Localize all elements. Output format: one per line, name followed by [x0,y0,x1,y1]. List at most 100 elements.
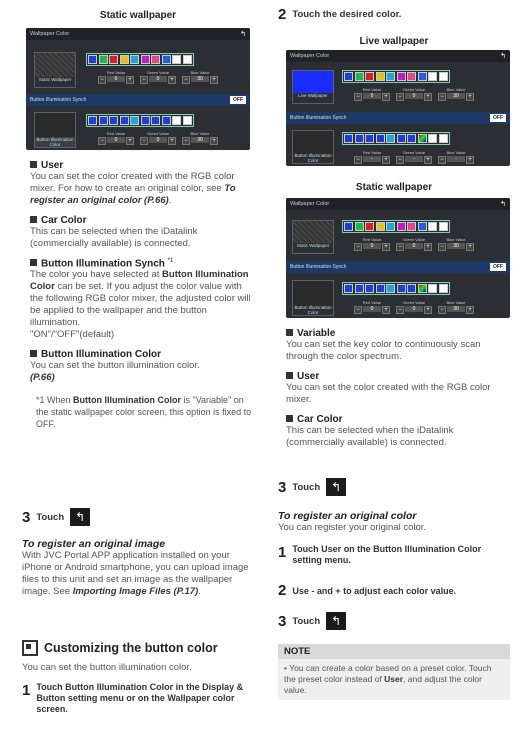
swatch[interactable] [354,284,364,293]
swatch[interactable] [88,55,97,64]
swatch[interactable] [151,55,160,64]
swatch[interactable] [417,222,427,231]
plus-button[interactable]: + [466,306,474,314]
swatch[interactable] [396,284,406,293]
swatch[interactable] [428,72,437,81]
swatch[interactable] [375,284,385,293]
plus-button[interactable]: + [168,137,176,145]
swatch[interactable] [438,222,448,231]
swatch[interactable] [88,116,97,125]
swatch[interactable] [130,116,139,125]
swatch[interactable] [396,72,406,81]
button-illumination-thumb[interactable]: Button Illumination Color [34,112,76,148]
swatch[interactable] [438,134,448,143]
plus-button[interactable]: + [466,93,474,101]
swatch[interactable] [140,55,150,64]
plus-button[interactable]: + [424,156,432,164]
swatch[interactable] [344,134,353,143]
plus-button[interactable]: + [168,76,176,84]
swatch[interactable] [365,222,374,231]
swatch[interactable] [438,72,448,81]
button-illumination-thumb[interactable]: Button Illumination Color [292,130,334,164]
swatch[interactable] [354,222,364,231]
synch-toggle[interactable]: OFF [490,263,506,271]
plus-button[interactable]: + [210,137,218,145]
swatch[interactable] [375,134,385,143]
plus-button[interactable]: + [466,243,474,251]
minus-button[interactable]: − [438,243,446,251]
plus-button[interactable]: + [382,156,390,164]
static-wallpaper-thumb[interactable]: Static Wallpaper [34,52,76,88]
swatch[interactable] [344,222,353,231]
plus-button[interactable]: + [424,306,432,314]
swatch[interactable] [344,72,353,81]
minus-button[interactable]: − [140,76,148,84]
button-illumination-thumb[interactable]: Button Illumination Color [292,280,334,316]
bic-ref-link[interactable]: (P.66) [30,372,55,384]
swatch[interactable] [438,284,448,293]
plus-button[interactable]: + [126,137,134,145]
swatch[interactable] [407,284,416,293]
swatch[interactable] [161,116,171,125]
swatch[interactable] [172,116,181,125]
swatch[interactable] [417,72,427,81]
swatch[interactable] [386,134,395,143]
swatch[interactable] [428,222,437,231]
swatch[interactable] [140,116,150,125]
plus-button[interactable]: + [210,76,218,84]
swatch[interactable] [161,55,171,64]
synch-toggle[interactable]: OFF [230,96,246,104]
swatch[interactable] [344,284,353,293]
minus-button[interactable]: − [396,93,404,101]
back-arrow-icon[interactable]: ↰ [326,478,347,496]
back-arrow-icon[interactable]: ↰ [70,508,91,526]
plus-button[interactable]: + [126,76,134,84]
static-wallpaper-thumb[interactable]: Static Wallpaper [292,220,334,254]
swatch[interactable] [109,55,118,64]
swatch[interactable] [130,55,139,64]
swatch[interactable] [354,72,364,81]
minus-button[interactable]: − [354,93,362,101]
live-wallpaper-thumb[interactable]: Live Wallpaper [292,70,334,104]
synch-toggle[interactable]: OFF [490,114,506,122]
swatch[interactable] [119,116,129,125]
swatch[interactable] [396,134,406,143]
swatch[interactable] [396,222,406,231]
swatch[interactable] [365,284,374,293]
swatch[interactable] [365,72,374,81]
plus-button[interactable]: + [466,156,474,164]
swatch[interactable] [386,284,395,293]
minus-button[interactable]: − [354,156,362,164]
minus-button[interactable]: − [438,93,446,101]
minus-button[interactable]: − [438,306,446,314]
back-arrow-icon[interactable]: ↰ [326,612,347,630]
plus-button[interactable]: + [382,306,390,314]
swatch[interactable] [354,134,364,143]
swatch[interactable] [428,284,437,293]
plus-button[interactable]: + [424,243,432,251]
minus-button[interactable]: − [396,156,404,164]
swatch[interactable] [375,222,385,231]
swatch[interactable] [417,134,427,143]
swatch[interactable] [386,222,395,231]
minus-button[interactable]: − [438,156,446,164]
minus-button[interactable]: − [98,76,106,84]
swatch[interactable] [407,72,416,81]
minus-button[interactable]: − [396,243,404,251]
swatch[interactable] [375,72,385,81]
swatch[interactable] [417,284,427,293]
minus-button[interactable]: − [98,137,106,145]
minus-button[interactable]: − [396,306,404,314]
swatch[interactable] [386,72,395,81]
plus-button[interactable]: + [382,243,390,251]
minus-button[interactable]: − [354,243,362,251]
minus-button[interactable]: − [140,137,148,145]
swatch[interactable] [98,116,108,125]
swatch[interactable] [182,116,192,125]
swatch[interactable] [407,134,416,143]
import-ref-link[interactable]: Importing Image Files (P.17) [72,586,199,597]
swatch[interactable] [119,55,129,64]
swatch[interactable] [365,134,374,143]
swatch[interactable] [182,55,192,64]
swatch[interactable] [172,55,181,64]
